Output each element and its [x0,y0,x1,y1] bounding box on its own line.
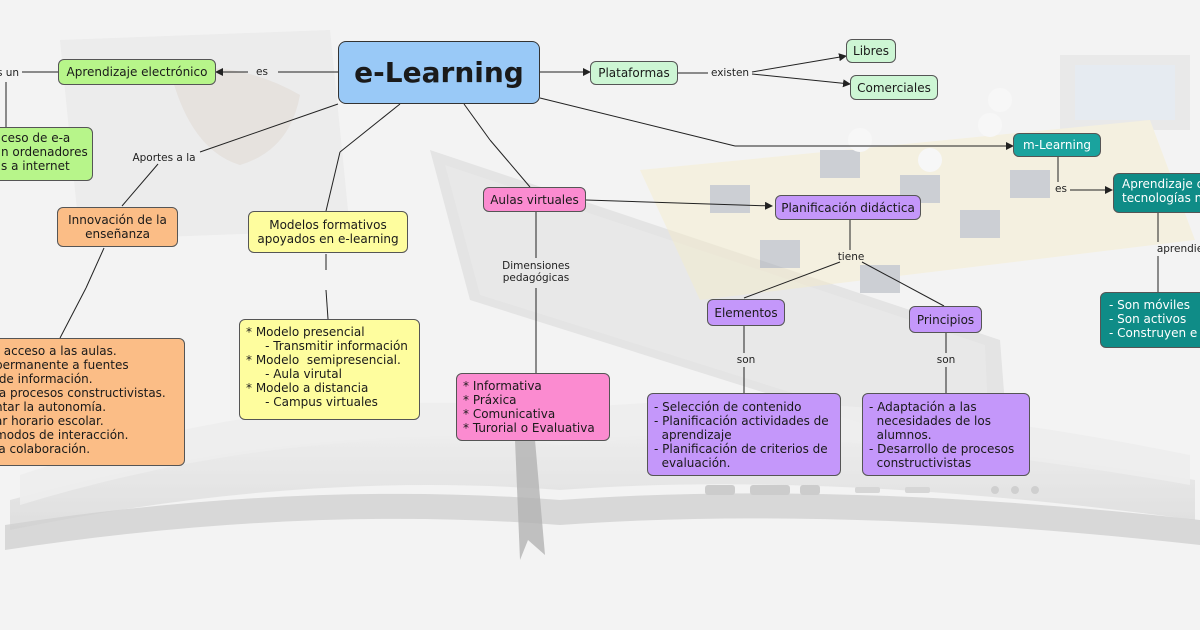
label-existen: existen [710,67,750,79]
node-aulas-virtuales[interactable]: Aulas virtuales [483,187,586,212]
node-principios[interactable]: Principios [909,306,982,333]
node-libres[interactable]: Libres [846,39,896,63]
node-principios-list[interactable]: - Adaptación a las necesidades de los al… [862,393,1030,476]
node-m-learning[interactable]: m-Learning [1013,133,1101,157]
node-modelos-list[interactable]: * Modelo presencial - Transmitir informa… [239,319,420,420]
node-innovacion[interactable]: Innovación de la enseñanza [57,207,178,247]
node-plataformas[interactable]: Plataformas [590,61,678,85]
node-e-learning[interactable]: e-Learning [338,41,540,104]
node-innovacion-list[interactable]: r acceso a las aulas. permanente a fuent… [0,338,185,466]
node-elementos[interactable]: Elementos [707,299,785,326]
label-es: es [256,66,268,78]
label-aprende: aprendie [1156,243,1200,255]
label-dimensiones: Dimensiones pedagógicas [502,260,570,284]
node-aprendizaje-electronico[interactable]: Aprendizaje electrónico [58,59,216,85]
node-acceso[interactable]: ceso de e-a n ordenadores s a internet [0,127,93,181]
node-aprendizaje-tecnologias[interactable]: Aprendizaje c tecnologías m [1113,173,1200,213]
node-moviles-list[interactable]: - Son móviles - Son activos - Construyen… [1100,292,1200,348]
node-dimensiones-list[interactable]: * Informativa * Práxica * Comunicativa *… [456,373,610,441]
node-planificacion[interactable]: Planificación didáctica [775,195,921,220]
node-elementos-list[interactable]: - Selección de contenido - Planificación… [647,393,841,476]
label-tiene: tiene [837,251,865,263]
label-aportes: Aportes a la [132,152,196,164]
label-son-principios: son [936,354,956,366]
node-comerciales[interactable]: Comerciales [850,75,938,100]
label-es-m: es [1055,183,1067,195]
label-son-elementos: son [736,354,756,366]
label-es-un: s un [0,67,20,79]
node-modelos[interactable]: Modelos formativos apoyados en e-learnin… [248,211,408,253]
